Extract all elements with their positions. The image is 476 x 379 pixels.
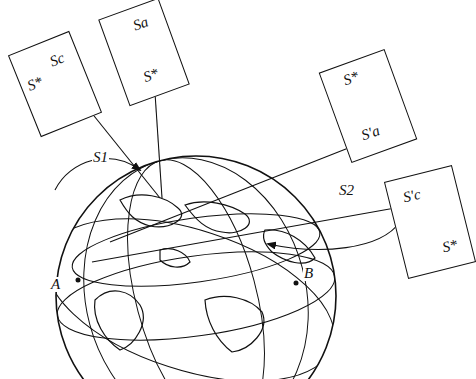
star-label: S*: [441, 237, 459, 255]
sensor-frame: S*Sc: [8, 31, 102, 137]
satellite-label: S1: [92, 150, 109, 165]
sensor-frame: S'cS*: [384, 165, 476, 279]
point-label: A: [50, 277, 61, 292]
star-label: S'a: [359, 123, 381, 143]
star-label: S*: [342, 69, 361, 88]
sensor-frame: SaS*: [98, 0, 190, 106]
star-label: S'c: [402, 187, 422, 206]
star-label: Sa: [131, 14, 150, 33]
star-label: Sc: [48, 50, 67, 69]
star-label: S*: [141, 66, 160, 85]
satellite-label: S2: [338, 183, 355, 198]
sensor-frame: S* S'a: [319, 49, 418, 163]
point-label: B: [303, 266, 314, 281]
star-label: S*: [25, 74, 45, 94]
